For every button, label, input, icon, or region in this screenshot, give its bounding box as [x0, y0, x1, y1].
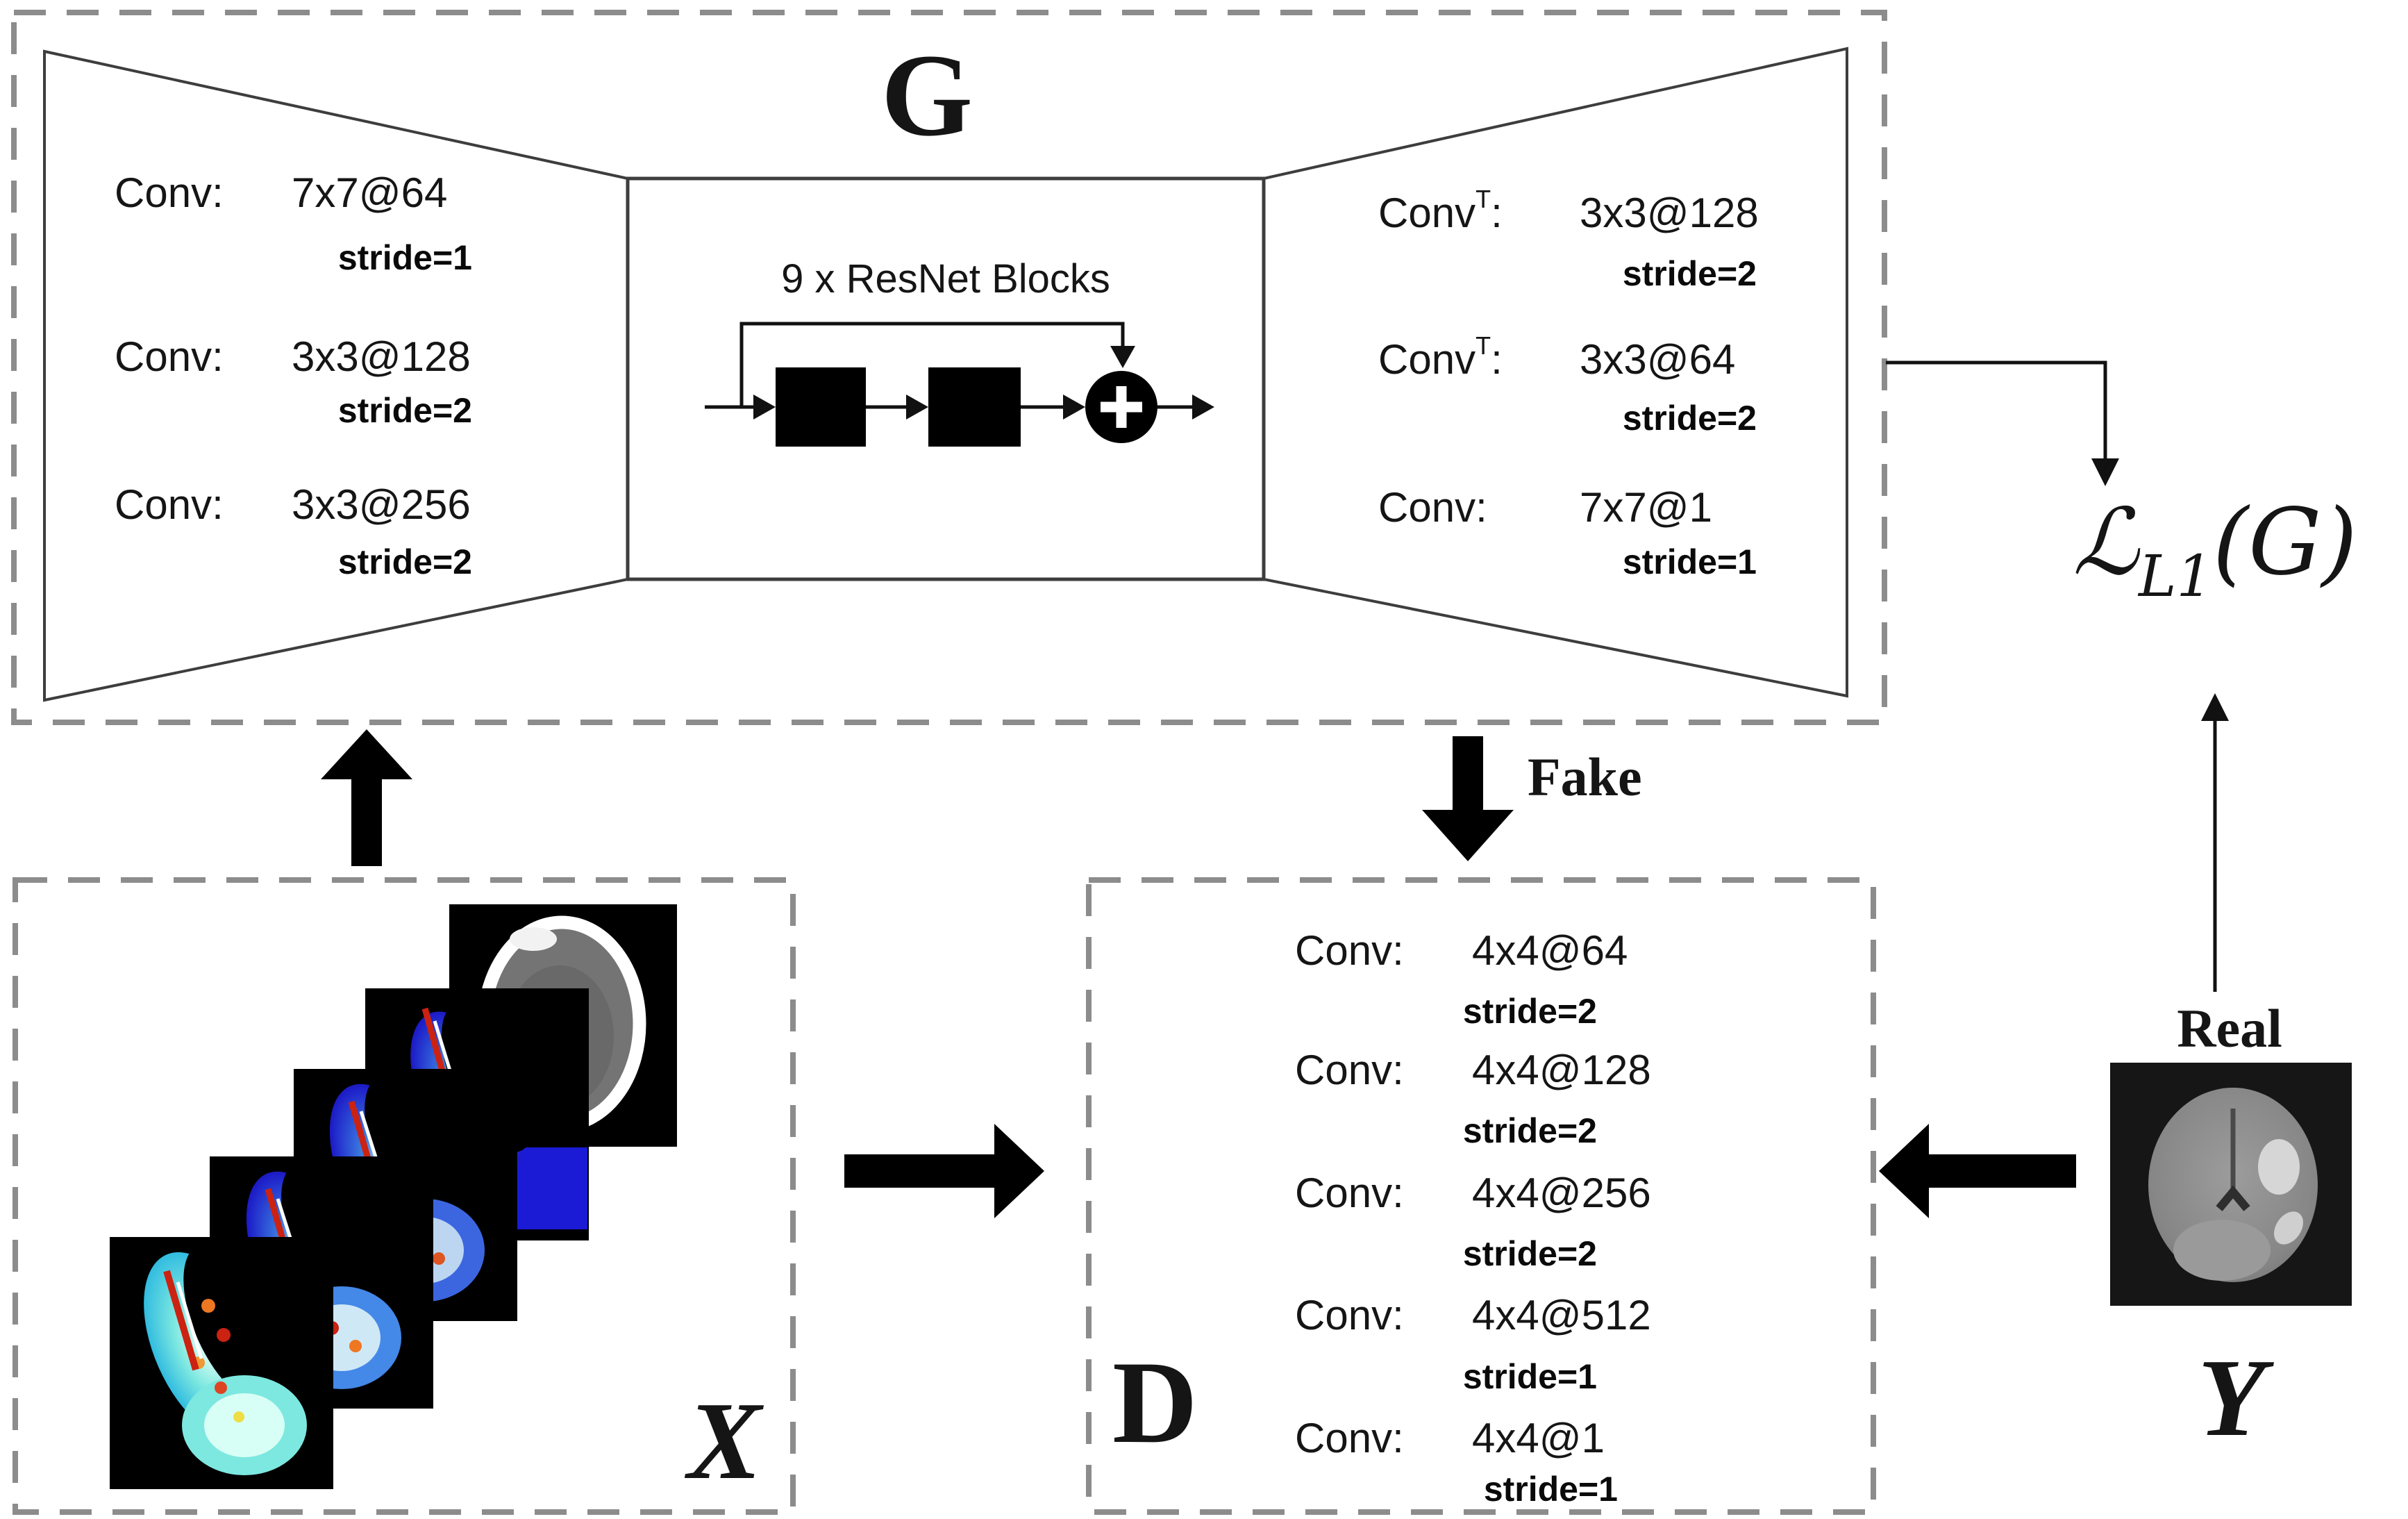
fake-down-arrow — [1422, 736, 1514, 861]
generator-to-loss-arrowhead — [2091, 458, 2119, 486]
decoder-layer-2-stride: stride=2 — [1622, 399, 1757, 438]
generator-dashed-box — [11, 10, 1887, 725]
decoder-layer-3-stride: stride=1 — [1622, 542, 1757, 581]
resnet-block-2 — [928, 367, 1021, 447]
discriminator-layer-4: Conv:4x4@512 — [1295, 1292, 1651, 1338]
discriminator-layer-5-stride: stride=1 — [1483, 1470, 1618, 1509]
x-to-discriminator-right-arrow — [844, 1124, 1044, 1218]
real-label: Real — [2177, 998, 2282, 1059]
plus-icon — [1101, 386, 1142, 428]
discriminator-layer-1-stride: stride=2 — [1462, 992, 1597, 1031]
discriminator-layer-5: Conv:4x4@1 — [1295, 1415, 1605, 1461]
resnet-block-1 — [776, 367, 866, 447]
fake-label: Fake — [1528, 747, 1642, 807]
resnet-output-arrowhead — [1192, 395, 1214, 420]
encoder-layer-3-stride: stride=2 — [337, 542, 472, 581]
l1-loss-formula: ℒL1(G) — [2073, 495, 2357, 607]
resnet-input-arrowhead — [753, 395, 776, 420]
input-stack-dashed-box — [12, 877, 796, 1515]
encoder-layer-2: Conv:3x3@128 — [115, 333, 471, 380]
discriminator-dashed-box — [1086, 877, 1876, 1515]
input-stack-image-5 — [110, 1237, 333, 1489]
resnet-mid-arrowhead-1 — [906, 395, 928, 420]
encoder-layer-2-stride: stride=2 — [337, 391, 472, 430]
resnet-skip-arrowhead — [1110, 346, 1135, 368]
discriminator-layer-2: Conv:4x4@128 — [1295, 1047, 1651, 1093]
loss-argument: (G) — [2212, 489, 2358, 596]
resnet-skip-connection-line — [739, 322, 1125, 407]
loss-symbol: ℒ — [2072, 489, 2139, 596]
decoder-layer-1: ConvT:3x3@128 — [1378, 185, 1759, 236]
discriminator-layer-3: Conv:4x4@256 — [1295, 1170, 1651, 1216]
resnet-blocks-title: 9 x ResNet Blocks — [781, 256, 1110, 301]
loss-subscript: L1 — [2139, 544, 2213, 610]
discriminator-layer-3-stride: stride=2 — [1462, 1234, 1597, 1273]
decoder-layer-2: ConvT:3x3@64 — [1378, 331, 1736, 383]
input-stack-label: X — [687, 1379, 762, 1502]
generator-label: G — [880, 30, 973, 160]
discriminator-layer-2-stride: stride=2 — [1462, 1111, 1597, 1150]
encoder-layer-3: Conv:3x3@256 — [115, 481, 471, 528]
decoder-layer-1-stride: stride=2 — [1622, 254, 1757, 293]
resnet-mid-arrowhead-2 — [1063, 395, 1085, 420]
decoder-layer-3: Conv:7x7@1 — [1378, 484, 1713, 531]
real-to-loss-arrowhead — [2201, 693, 2229, 721]
encoder-layer-1-stride: stride=1 — [337, 238, 472, 277]
real-image — [2110, 1063, 2352, 1306]
encoder-layer-1: Conv:7x7@64 — [115, 169, 448, 216]
y-to-discriminator-left-arrow — [1879, 1124, 2076, 1218]
discriminator-layer-1: Conv:4x4@64 — [1295, 927, 1628, 974]
discriminator-label: D — [1112, 1337, 1198, 1468]
x-to-generator-up-arrow — [321, 729, 412, 866]
discriminator-layer-4-stride: stride=1 — [1462, 1357, 1597, 1396]
real-image-label: Y — [2198, 1336, 2266, 1459]
generator-to-loss-elbow-line — [1886, 360, 2107, 458]
